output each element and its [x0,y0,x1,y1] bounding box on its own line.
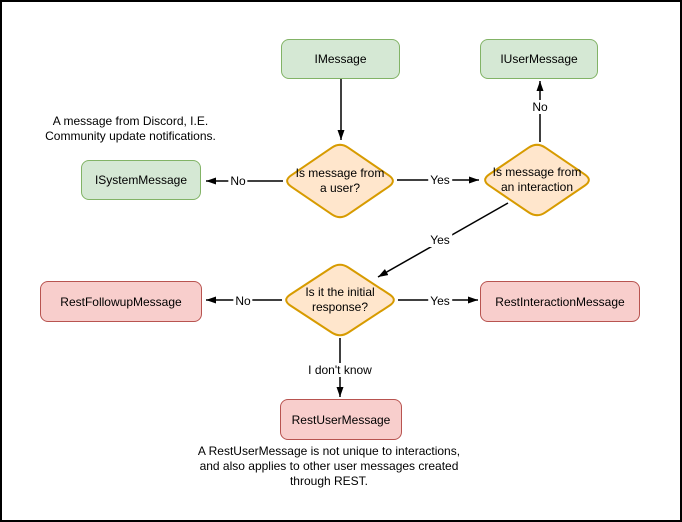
node-iusermessage: IUserMessage [480,39,598,79]
node-imessage: IMessage [281,39,400,79]
node-restfollowupmessage: RestFollowupMessage [40,281,202,322]
node-restusermessage: RestUserMessage [280,399,402,440]
note-system-message: A message from Discord, I.E. Community u… [45,114,216,143]
edge-label-initial-yes: Yes [428,294,452,308]
decision-label-is-initial-response: Is it the initial response? [305,285,375,314]
edge-label-initial-idontknow: I don't know [306,363,374,377]
edge-label-user-no: No [228,174,248,188]
decision-is-message-from-interaction [484,143,590,217]
edge-label-interaction-yes: Yes [428,233,452,247]
decision-is-initial-response [285,263,395,337]
edge-label-user-yes: Yes [428,173,452,187]
node-isystemmessage: ISystemMessage [81,160,201,200]
decision-label-is-message-from-interaction: Is message from an interaction [492,165,582,194]
note-rest-user-message: A RestUserMessage is not unique to inter… [197,444,461,488]
edge-label-interaction-no: No [530,100,550,114]
node-restinteractionmessage: RestInteractionMessage [480,281,640,322]
decision-label-is-message-from-user: Is message from a user? [295,166,385,195]
decision-is-message-from-user [286,143,394,219]
edge-label-initial-no: No [233,294,253,308]
